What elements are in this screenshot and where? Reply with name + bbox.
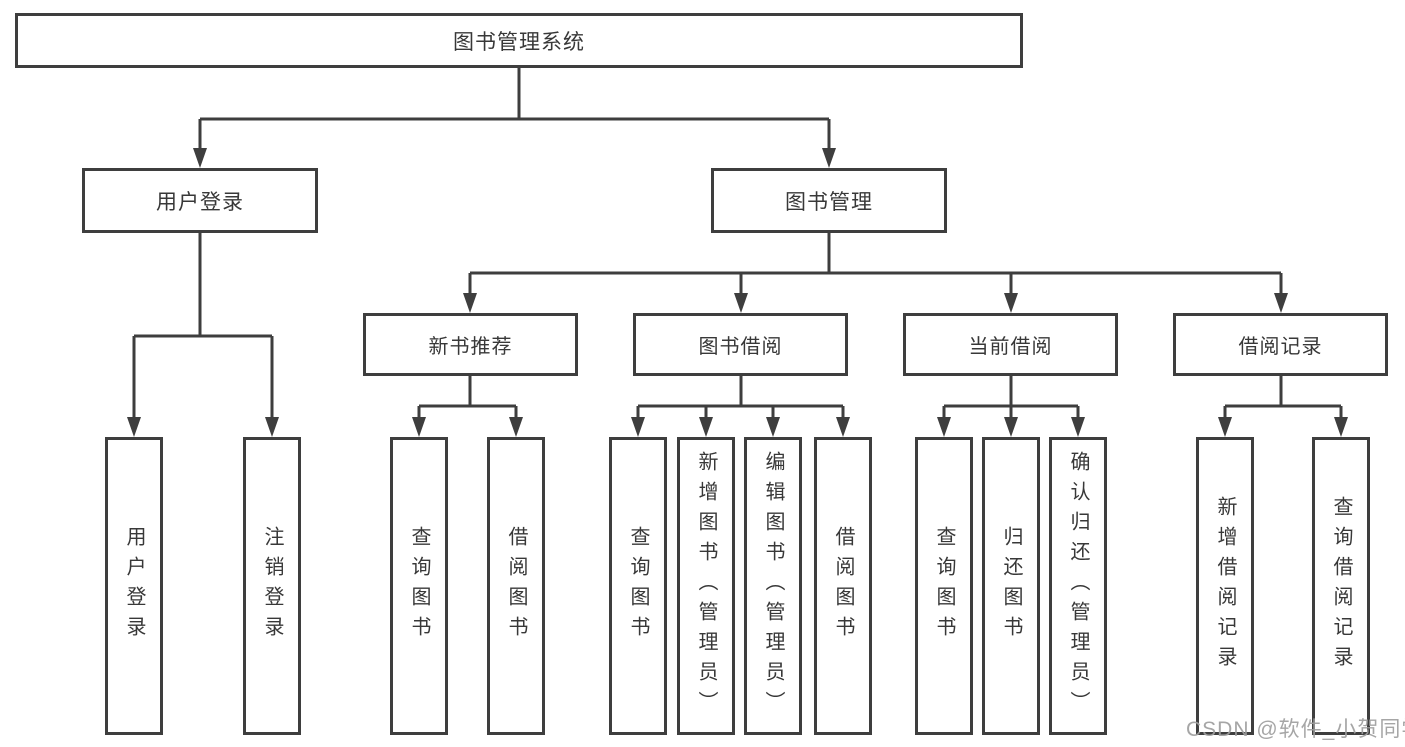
leaf-label: 借阅图书 <box>505 526 527 646</box>
leaf-label: 查询图书 <box>408 526 430 646</box>
leaf-user-login: 用户登录 <box>105 437 163 735</box>
node-book-borrowing: 图书借阅 <box>633 313 848 376</box>
leaf-borrow-books-recommend: 借阅图书 <box>487 437 545 735</box>
node-borrowing-records: 借阅记录 <box>1173 313 1388 376</box>
leaf-label: 借阅图书 <box>832 526 854 646</box>
node-new-book-recommendation: 新书推荐 <box>363 313 578 376</box>
leaf-label: 查询图书 <box>627 526 649 646</box>
leaf-label: 查询图书 <box>933 526 955 646</box>
leaf-query-books-borrowing: 查询图书 <box>609 437 667 735</box>
leaf-return-books: 归还图书 <box>982 437 1040 735</box>
leaf-confirm-return-admin: 确认归还（管理员） <box>1049 437 1107 735</box>
leaf-label: 新增图书（管理员） <box>695 451 717 721</box>
node-user-login: 用户登录 <box>82 168 318 233</box>
leaf-logout-login: 注销登录 <box>243 437 301 735</box>
leaf-label: 编辑图书（管理员） <box>762 451 784 721</box>
leaf-add-borrow-record: 新增借阅记录 <box>1196 437 1254 735</box>
leaf-edit-books-admin: 编辑图书（管理员） <box>744 437 802 735</box>
leaf-add-books-admin: 新增图书（管理员） <box>677 437 735 735</box>
node-current-borrowing: 当前借阅 <box>903 313 1118 376</box>
leaf-query-books-recommend: 查询图书 <box>390 437 448 735</box>
leaf-label: 归还图书 <box>1000 526 1022 646</box>
node-book-management: 图书管理 <box>711 168 947 233</box>
leaf-label: 确认归还（管理员） <box>1067 451 1089 721</box>
leaf-borrow-books-borrowing: 借阅图书 <box>814 437 872 735</box>
leaf-label: 查询借阅记录 <box>1330 496 1352 676</box>
leaf-label: 新增借阅记录 <box>1214 496 1236 676</box>
leaf-query-borrow-record: 查询借阅记录 <box>1312 437 1370 735</box>
node-library-management-system: 图书管理系统 <box>15 13 1023 68</box>
watermark: CSDN @软件_小贺同学 <box>1186 718 1405 741</box>
leaf-label: 用户登录 <box>123 526 145 646</box>
arrowhead-icons <box>127 148 1348 437</box>
leaf-label: 注销登录 <box>261 526 283 646</box>
leaf-query-books-current: 查询图书 <box>915 437 973 735</box>
